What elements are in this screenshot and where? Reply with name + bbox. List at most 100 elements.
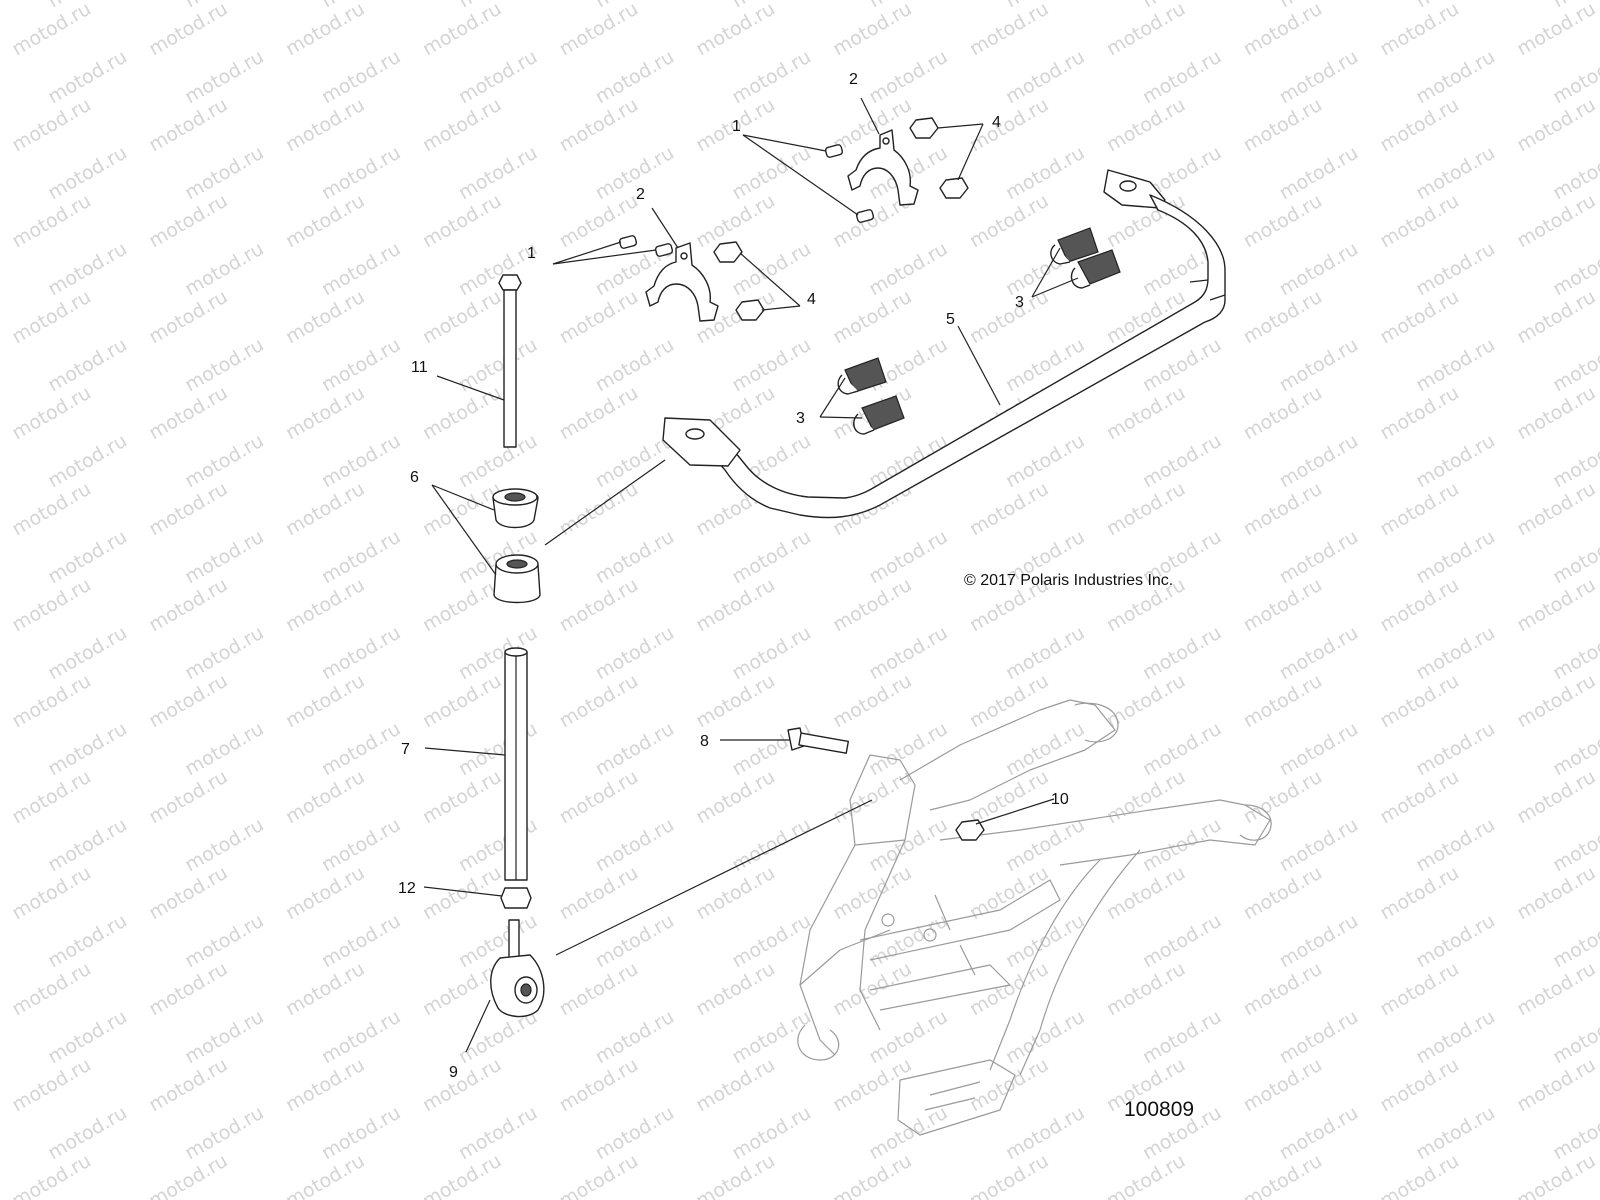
watermark-text: motod.ru — [592, 334, 678, 397]
watermark-text: motod.ru — [455, 622, 541, 685]
watermark-text: motod.ru — [556, 0, 642, 60]
watermark-text: motod.ru — [728, 526, 814, 589]
watermark-text: motod.ru — [1513, 190, 1599, 253]
watermark-text: motod.ru — [318, 430, 404, 493]
watermark-text: motod.ru — [419, 766, 505, 829]
watermark-text: motod.ru — [1002, 430, 1088, 493]
watermark-text: motod.ru — [829, 94, 915, 157]
watermark-text: motod.ru — [1412, 622, 1498, 685]
watermark-text: motod.ru — [1139, 910, 1225, 973]
watermark-text: motod.ru — [419, 670, 505, 733]
watermark-text: motod.ru — [556, 1150, 642, 1200]
watermark-text: motod.ru — [829, 1054, 915, 1117]
watermark-text: motod.ru — [44, 526, 130, 589]
watermark-text: motod.ru — [592, 46, 678, 109]
watermark-text: motod.ru — [282, 478, 368, 541]
watermark-text: motod.ru — [1276, 0, 1362, 12]
watermark-text: motod.ru — [318, 526, 404, 589]
watermark-text: motod.ru — [44, 718, 130, 781]
watermark-text: motod.ru — [44, 46, 130, 109]
watermark-text: motod.ru — [556, 382, 642, 445]
watermark-text: motod.ru — [728, 910, 814, 973]
watermark-text: motod.ru — [1549, 526, 1600, 589]
watermark-text: motod.ru — [181, 718, 267, 781]
watermark-text: motod.ru — [1139, 430, 1225, 493]
watermark-text: motod.ru — [966, 0, 1052, 60]
watermark-text: motod.ru — [1240, 478, 1326, 541]
bushings — [492, 488, 541, 604]
watermark-text: motod.ru — [318, 1006, 404, 1069]
watermark-text: motod.ru — [556, 1054, 642, 1117]
watermark-text: motod.ru — [8, 766, 94, 829]
watermark-text: motod.ru — [1002, 814, 1088, 877]
watermark-text: motod.ru — [1139, 1006, 1225, 1069]
watermark-text: motod.ru — [592, 0, 678, 12]
watermark-text: motod.ru — [1376, 1054, 1462, 1117]
watermark-text: motod.ru — [1240, 1054, 1326, 1117]
watermark-text: motod.ru — [145, 286, 231, 349]
watermark-text: motod.ru — [592, 814, 678, 877]
watermark-text: motod.ru — [8, 1054, 94, 1117]
callout-2b: 2 — [636, 186, 645, 203]
watermark-text: motod.ru — [419, 1054, 505, 1117]
watermark-text: motod.ru — [728, 622, 814, 685]
watermark-text: motod.ru — [8, 94, 94, 157]
callout-1a: 1 — [732, 118, 741, 135]
watermark-text: motod.ru — [865, 718, 951, 781]
watermark-text: motod.ru — [282, 1054, 368, 1117]
watermark-text: motod.ru — [592, 142, 678, 205]
callout-4a: 4 — [992, 114, 1001, 131]
callout-1b: 1 — [527, 245, 536, 262]
watermark-text: motod.ru — [1002, 1102, 1088, 1165]
watermark-text: motod.ru — [145, 958, 231, 1021]
watermark-text: motod.ru — [1513, 574, 1599, 637]
watermark-text: motod.ru — [556, 574, 642, 637]
watermark-text: motod.ru — [592, 1006, 678, 1069]
watermark-text: motod.ru — [1276, 622, 1362, 685]
watermark-text: motod.ru — [282, 0, 368, 60]
watermark-text: motod.ru — [1513, 670, 1599, 733]
watermark-text: motod.ru — [419, 190, 505, 253]
watermark-text: motod.ru — [145, 1150, 231, 1200]
screws — [618, 144, 875, 257]
callout-2a: 2 — [849, 71, 858, 88]
watermark-text: motod.ru — [1103, 1150, 1189, 1200]
watermark-text: motod.ru — [1412, 0, 1498, 12]
watermark-text: motod.ru — [1513, 286, 1599, 349]
watermark-text: motod.ru — [419, 0, 505, 60]
watermark-text: motod.ru — [829, 286, 915, 349]
watermark-text: motod.ru — [556, 862, 642, 925]
watermark-text: motod.ru — [181, 622, 267, 685]
watermark-text: motod.ru — [145, 574, 231, 637]
watermark-text: motod.ru — [1276, 238, 1362, 301]
callout-6: 6 — [410, 469, 419, 486]
watermark-text: motod.ru — [1513, 958, 1599, 1021]
nut-10 — [955, 819, 985, 841]
watermark-text: motod.ru — [865, 622, 951, 685]
watermark-text: motod.ru — [1513, 478, 1599, 541]
watermark-text: motod.ru — [1103, 382, 1189, 445]
watermark-text: motod.ru — [556, 286, 642, 349]
watermark-text: motod.ru — [1002, 718, 1088, 781]
watermark-text: motod.ru — [556, 94, 642, 157]
callout-11: 11 — [411, 359, 428, 376]
watermark-text: motod.ru — [1376, 862, 1462, 925]
watermark-text: motod.ru — [1412, 142, 1498, 205]
watermark-text: motod.ru — [44, 430, 130, 493]
watermark-text: motod.ru — [1376, 190, 1462, 253]
watermark-text: motod.ru — [318, 142, 404, 205]
callout-3b: 3 — [796, 410, 805, 427]
watermark-text: motod.ru — [181, 46, 267, 109]
sleeve-7 — [504, 647, 528, 881]
watermark-text: motod.ru — [692, 1150, 778, 1200]
watermark-text: motod.ru — [1549, 1102, 1600, 1165]
watermark-text: motod.ru — [44, 1102, 130, 1165]
watermark-text: motod.ru — [1240, 286, 1326, 349]
watermark-text: motod.ru — [1002, 46, 1088, 109]
watermark-text: motod.ru — [1412, 46, 1498, 109]
clip-group-upper — [1050, 227, 1121, 289]
watermark-text: motod.ru — [1376, 1150, 1462, 1200]
watermark-text: motod.ru — [865, 238, 951, 301]
watermark-text: motod.ru — [1513, 94, 1599, 157]
